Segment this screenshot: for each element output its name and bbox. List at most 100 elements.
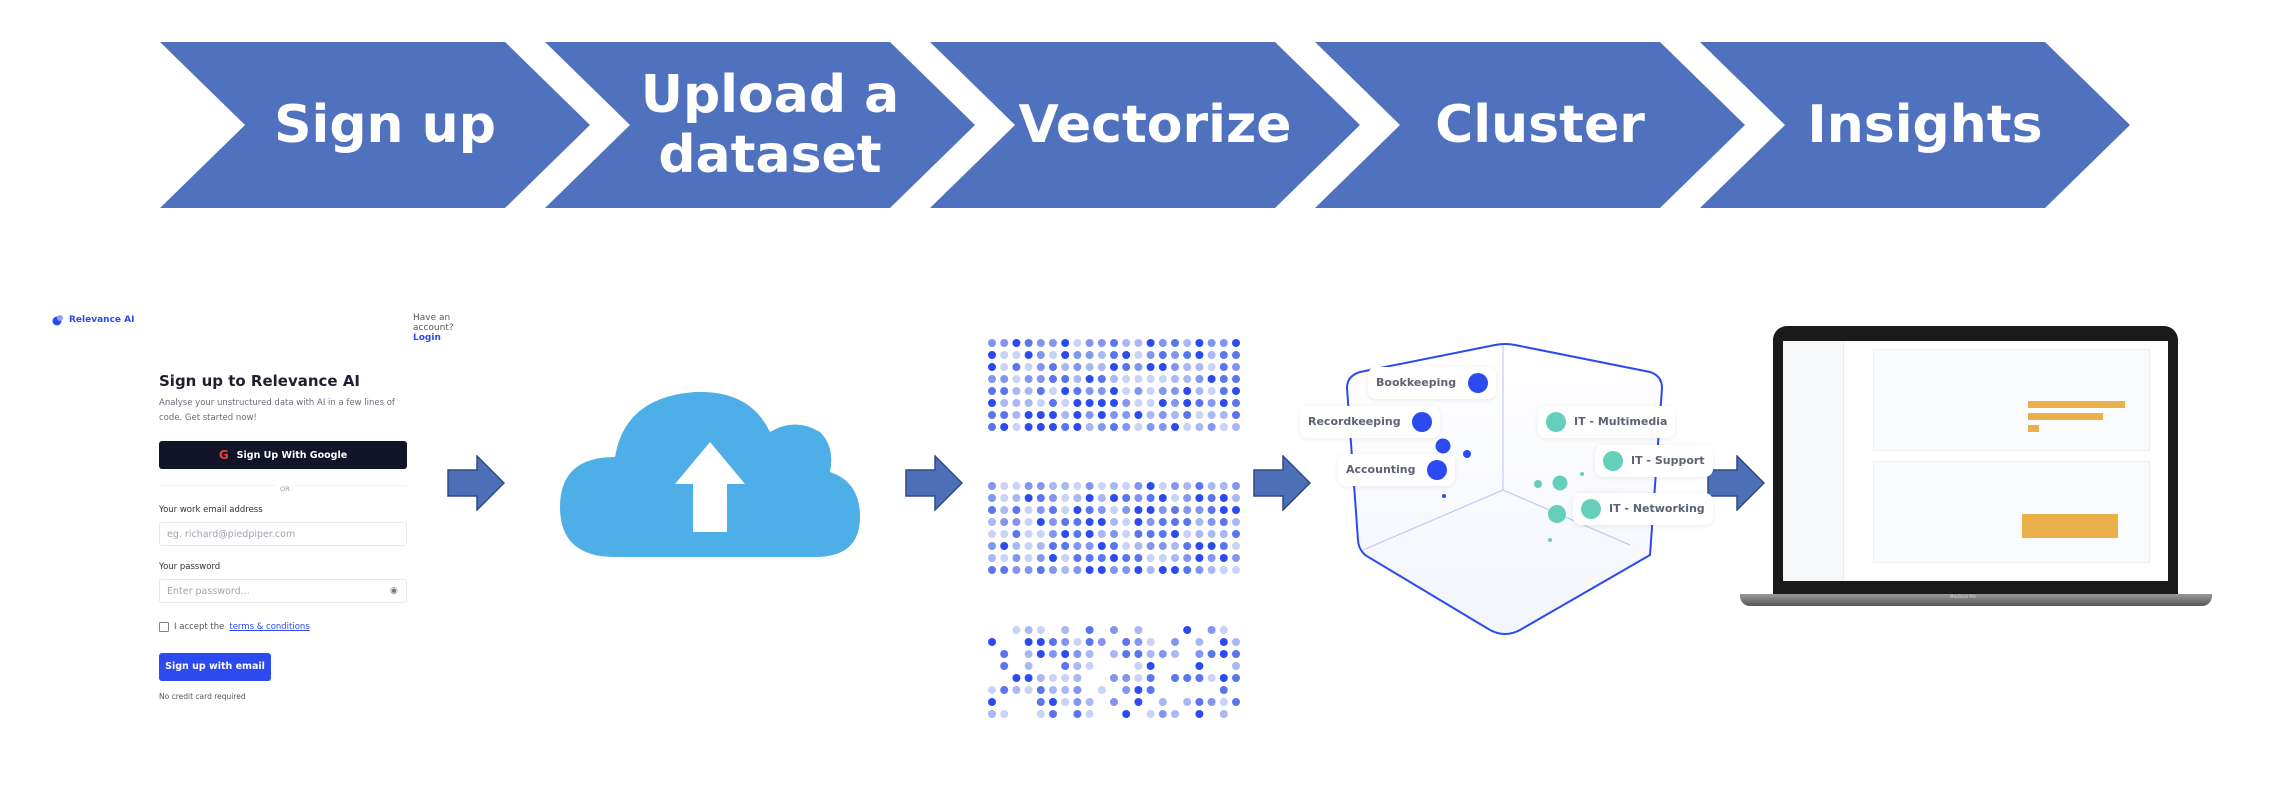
- cluster-label-text: IT - Multimedia: [1574, 415, 1668, 428]
- vector-dot: [1183, 518, 1192, 526]
- vector-dot: [1195, 399, 1204, 407]
- terms-link[interactable]: terms & conditions: [229, 622, 310, 632]
- vector-dot: [1000, 399, 1009, 407]
- vector-dot: [1097, 411, 1106, 419]
- vector-dot: [1219, 674, 1228, 682]
- vector-dot: [1036, 530, 1045, 538]
- vector-dot: [1012, 686, 1021, 694]
- vector-dot: [1219, 411, 1228, 419]
- password-label: Your password: [159, 562, 221, 572]
- vector-dot: [1232, 387, 1240, 395]
- vector-dot: [1195, 351, 1204, 359]
- vector-dot: [1134, 351, 1143, 359]
- vector-dot: [988, 638, 996, 646]
- vector-dot: [1024, 494, 1033, 502]
- vector-dot: [1207, 518, 1216, 526]
- cluster-label-it-multimedia: IT - Multimedia: [1538, 406, 1676, 438]
- vector-dot: [1024, 506, 1033, 514]
- vector-dot: [1195, 387, 1204, 395]
- vector-dot: [1122, 411, 1131, 419]
- vector-dot: [1085, 351, 1094, 359]
- email-input[interactable]: eg. richard@piedpiper.com: [159, 522, 407, 546]
- vector-dot: [1085, 387, 1094, 395]
- vector-dot: [1000, 339, 1009, 347]
- vector-dot: [1024, 363, 1033, 371]
- vector-dot: [1158, 542, 1167, 550]
- dashboard-sidebar: [1783, 341, 1844, 581]
- vector-dot: [1061, 530, 1070, 538]
- vector-dot: [1195, 554, 1204, 562]
- step-chevron-1: Sign up: [160, 42, 590, 208]
- vector-dot: [1158, 363, 1167, 371]
- vector-dot: [1110, 339, 1118, 347]
- vector-dot: [1085, 423, 1094, 431]
- vector-dot: [1085, 566, 1094, 574]
- vector-dot: [1097, 506, 1106, 514]
- vector-dot: [1183, 542, 1192, 550]
- vector-dot: [1146, 363, 1155, 371]
- google-icon: G: [218, 448, 229, 462]
- vector-dot: [1134, 423, 1143, 431]
- vector-dot: [1183, 506, 1192, 514]
- vector-dot: [1049, 542, 1057, 550]
- vector-dot: [1073, 650, 1082, 658]
- google-signup-button[interactable]: G Sign Up With Google: [159, 441, 407, 469]
- vector-dot: [1024, 662, 1033, 670]
- vector-dot: [1110, 506, 1118, 514]
- insight-bar: [2028, 425, 2039, 432]
- vector-dot: [1049, 387, 1057, 395]
- vector-dot: [1146, 686, 1155, 694]
- vector-dot: [988, 698, 996, 706]
- vector-dot: [988, 506, 996, 514]
- cluster-label-accounting: Accounting: [1338, 454, 1456, 486]
- vector-dot: [1024, 626, 1033, 634]
- vector-dot: [1073, 494, 1082, 502]
- terms-checkbox[interactable]: [159, 622, 169, 632]
- or-text: OR: [276, 485, 294, 493]
- vector-dot: [1012, 518, 1021, 526]
- vector-dot: [1000, 387, 1009, 395]
- relevance-logo-icon: [52, 315, 63, 326]
- vector-dot: [1134, 339, 1143, 347]
- vector-dot: [1134, 494, 1143, 502]
- vector-dot: [1097, 399, 1106, 407]
- vector-dot: [1158, 566, 1167, 574]
- vector-dot: [1012, 411, 1021, 419]
- vector-dot: [1183, 339, 1192, 347]
- vector-dot: [1085, 662, 1094, 670]
- vector-dot: [1085, 339, 1094, 347]
- vector-dot: [1232, 363, 1240, 371]
- vector-dot: [1061, 674, 1070, 682]
- signup-email-button[interactable]: Sign up with email: [159, 653, 271, 681]
- eye-icon[interactable]: ◉: [390, 586, 398, 596]
- vector-dot: [1097, 494, 1106, 502]
- vector-dot: [1110, 387, 1118, 395]
- vector-dot: [1061, 387, 1070, 395]
- vector-dot: [1122, 710, 1131, 718]
- vector-dot: [1195, 506, 1204, 514]
- vector-dot: [1061, 638, 1070, 646]
- vector-dot: [1195, 482, 1204, 490]
- vector-dot: [1122, 399, 1131, 407]
- vector-dot: [988, 375, 996, 383]
- vector-dot: [1219, 339, 1228, 347]
- no-credit-card-note: No credit card required: [159, 692, 246, 701]
- vector-dot: [1134, 638, 1143, 646]
- vector-dot: [1146, 375, 1155, 383]
- vector-dot: [1219, 387, 1228, 395]
- vector-dot: [1012, 339, 1021, 347]
- vector-dot: [1012, 554, 1021, 562]
- vector-dot: [1158, 423, 1167, 431]
- vector-dot: [1036, 423, 1045, 431]
- vector-dot: [1012, 351, 1021, 359]
- vector-dot: [1146, 351, 1155, 359]
- vector-dot: [1110, 698, 1118, 706]
- vector-dot: [1183, 399, 1192, 407]
- vector-dot: [1012, 399, 1021, 407]
- vector-dot: [1049, 363, 1057, 371]
- vector-dot: [1085, 399, 1094, 407]
- login-link[interactable]: Login: [413, 333, 441, 343]
- cluster-node: [1603, 451, 1623, 471]
- vector-dot: [1134, 363, 1143, 371]
- password-input[interactable]: Enter password...: [159, 579, 407, 603]
